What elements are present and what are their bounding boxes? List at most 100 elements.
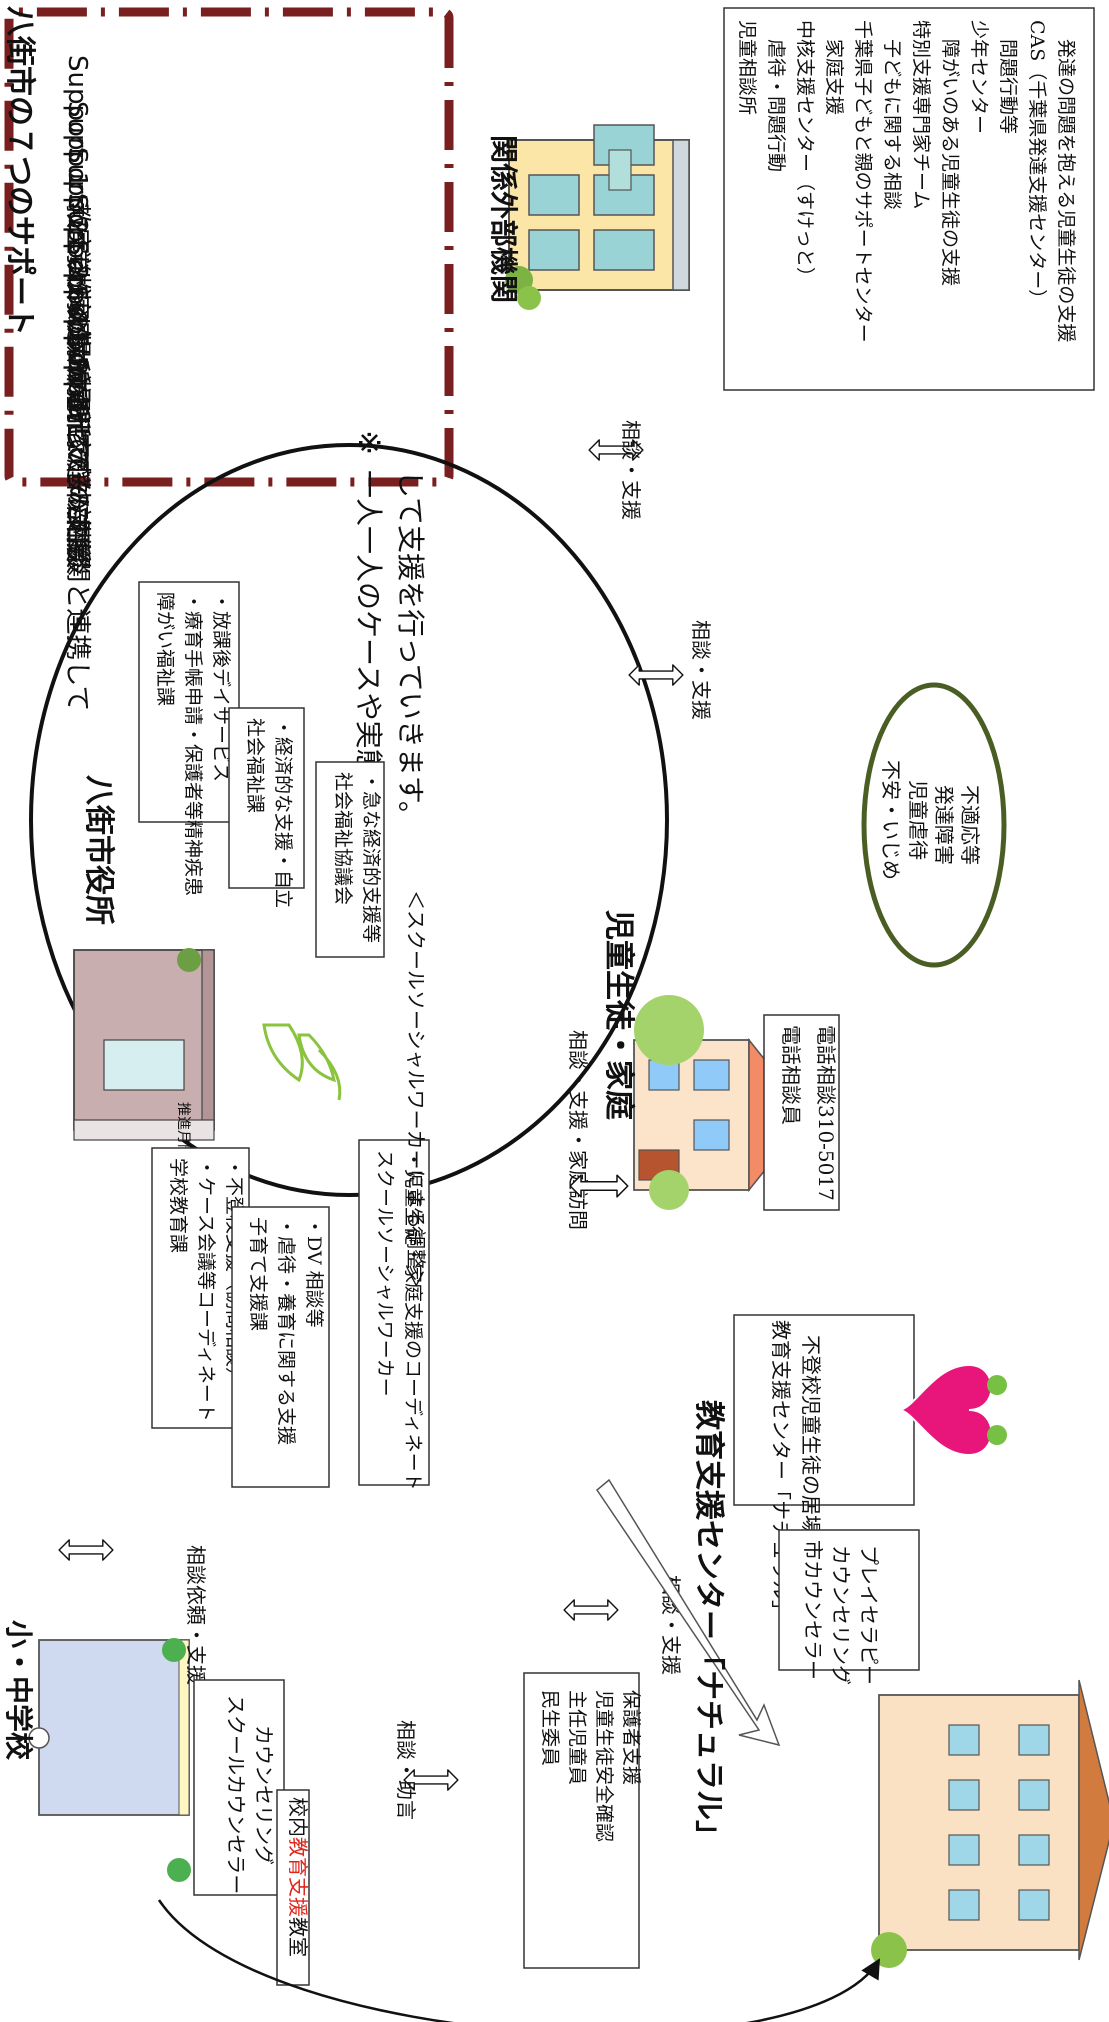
issues-ellipse: [861, 682, 1007, 968]
external-list-box: [723, 7, 1095, 391]
support-list: Support1教室以外の場所でSupport2学校以外の場所でSupport3…: [62, 55, 92, 712]
support-item-7: Support7外部機関と連携して: [62, 331, 92, 712]
support-room-text: 校内教育支援教室: [286, 1797, 310, 1957]
school-hall-arrow: [59, 1540, 113, 1560]
counselor-box: [193, 1679, 285, 1896]
child-support-box: [231, 1206, 330, 1488]
ssw-box: [358, 1139, 430, 1486]
city-counselor-box: [778, 1529, 920, 1671]
support-item-5: Support5電話で悩み相談: [62, 239, 92, 568]
city-counselor-line-2: カウンセリング: [829, 1545, 853, 1685]
family-hall-arrow: [569, 1173, 629, 1199]
counselor-line-1: スクールカウンセラー: [224, 1695, 248, 1894]
community-box: [523, 1672, 640, 1969]
support-item-1: Support1教室以外の場所で: [62, 55, 92, 410]
external-agencies: 関係外部機関 相談・支援 児童相談所 虐待・問題行動中核支援センター（すけっと）…: [487, 7, 1095, 520]
social-welfare-text: 社会福祉課・経済的な支援・自立: [244, 718, 294, 908]
advice-label: 相談・助言: [394, 1720, 418, 1820]
education-center-building-icon: [871, 1679, 1109, 1968]
ssw-line-1: スクールソーシャルワーカー: [374, 1150, 396, 1397]
external-family-arrow: [629, 665, 683, 685]
city-hall: 推進月間 八街市役所 障がい福祉課・療育手帳申請・保護者等精神疾患・放課後デイサ…: [73, 581, 590, 1491]
school-building-icon: [28, 1638, 191, 1882]
welfare-disability-box: [138, 581, 240, 823]
city-hall-sign: 推進月間: [175, 1102, 191, 1158]
child-support-text: 子育て支援課・虐待・養育に関する支援・DV 相談等: [247, 1217, 325, 1445]
ssw-text: スクールソーシャルワーカー・児童生徒・家庭支援のコーディネート: [374, 1150, 424, 1491]
council-box: [315, 761, 385, 958]
external-line-2: 虐待・問題行動: [765, 20, 787, 172]
city-hall-ellipse: [29, 443, 669, 1197]
child-line-3: ・DV 相談等: [303, 1217, 325, 1328]
issues-line-1: 不安・いじめ: [879, 760, 903, 880]
school-center-curve: [157, 1899, 881, 2022]
school-title: 小・中学校: [2, 1620, 35, 1761]
community-line-4: 保護者支援: [620, 1690, 642, 1785]
phone-line-1: 電話相談員: [779, 1025, 803, 1125]
city-counselor-line-1: 市カウンセラー: [801, 1540, 825, 1680]
support-item-3: Support3家庭に訪問して: [62, 147, 92, 476]
support-box: 八街市の７つのサポート Support1教室以外の場所でSupport2学校以外…: [2, 6, 454, 833]
external-link-label: 相談・支援: [619, 420, 643, 520]
school-edu-line-2: ・ケース会議等コーディネート: [195, 1158, 217, 1422]
community-line-3: 児童生徒安全確認: [593, 1690, 615, 1842]
coordination-label: ＜スクールソーシャルワーカーによる調整＞: [404, 890, 428, 1289]
heart-icon: [898, 1363, 1007, 1457]
council-line-2: ・急な経済的支援等: [360, 772, 382, 943]
external-line-3: 中核支援センター（すけっと）: [794, 20, 816, 286]
issues-line-3: 発達障害: [932, 785, 956, 865]
external-line-8: 障がいのある児童生徒の支援: [939, 20, 961, 286]
support-box-border: [4, 7, 454, 487]
city-counselor-line-3: プレイセラピー: [857, 1545, 881, 1685]
council-text: 社会福祉協議会・急な経済的支援等: [332, 772, 382, 943]
school-request-label: 相談依頼・支援: [184, 1545, 208, 1685]
external-title: 関係外部機関: [487, 135, 520, 303]
school: 小・中学校 相談依頼・支援 スクールカウンセラー カウンセリング 校内教育支援教…: [2, 1540, 458, 1986]
external-line-9: 少年センター: [968, 20, 990, 134]
phone-line-2-number: 310-5017: [814, 1105, 838, 1201]
issues-line-4: 不適応等: [958, 785, 982, 865]
external-building-icon: [505, 124, 690, 310]
community-text: 民生委員主任児童員児童生徒安全確認保護者支援: [539, 1690, 642, 1842]
external-line-6: 子どもに関する相談: [881, 20, 903, 210]
hall-center-arrow: [595, 1478, 781, 1747]
community: 民生委員主任児童員児童生徒安全確認保護者支援 相談・支援: [523, 1575, 683, 1969]
counselor-line-2: カウンセリング: [252, 1725, 276, 1865]
natural-line-2: 不登校児童生徒の居場所: [799, 1335, 823, 1555]
home-visit-label: 相談・支援・家庭訪問: [566, 1030, 590, 1230]
welfare-line-1: 障がい福祉課: [154, 592, 176, 706]
welfare-line-3: ・放課後デイサービス: [210, 592, 232, 782]
natural-box: [733, 1314, 915, 1506]
welfare-disability-text: 障がい福祉課・療育手帳申請・保護者等精神疾患・放課後デイサービス: [154, 592, 232, 896]
external-line-10: 問題行動等: [997, 20, 1019, 134]
education-center: 教育支援センター「ナチュラル」 不登校児童生徒の居場所 市カウンセラー カウンセ…: [595, 1314, 1109, 1968]
school-edu-line-1: 学校教育課: [167, 1158, 189, 1253]
external-line-11: CAS（千葉県発達支援センター）: [1026, 20, 1048, 308]
council-line-1: 社会福祉協議会: [332, 772, 354, 905]
community-line-2: 主任児童員: [566, 1690, 588, 1785]
issues-red: 児童虐待: [906, 780, 930, 860]
child-line-2: ・虐待・養育に関する支援: [275, 1217, 297, 1445]
city-hall-building-icon: [73, 948, 215, 1141]
ssw-line-2: ・児童生徒・家庭支援のコーディネート: [402, 1150, 424, 1491]
social-welfare-box: [228, 707, 305, 889]
note-line-2: して支援を行っていきます。: [394, 470, 427, 829]
note-mark: ※: [351, 430, 386, 455]
community-hall-arrow: [564, 1600, 618, 1620]
community-line-1: 民生委員: [539, 1690, 561, 1766]
family: 児童生徒・家庭 電話相談員 電話相談 310-5017 不安・いじめ 児童虐待 …: [569, 682, 1007, 1211]
family-link-label: 相談・支援: [689, 620, 713, 720]
support-item-6: Support6家庭の支援: [62, 285, 92, 562]
leaf-icon: [262, 1023, 342, 1101]
city-hall-title: 八街市役所: [81, 775, 116, 925]
external-list: 児童相談所 虐待・問題行動中核支援センター（すけっと） 家庭支援千葉県子どもと親…: [736, 20, 1077, 343]
education-center-title: 教育支援センター「ナチュラル」: [691, 1400, 726, 1850]
support-title: 八街市の７つのサポート: [2, 6, 37, 336]
social-line-1: 社会福祉課: [244, 718, 266, 813]
support-item-4: Support4カウンセラーに相談: [62, 193, 92, 574]
external-line-4: 家庭支援: [823, 20, 845, 115]
support-item-2: Support2学校以外の場所で: [62, 101, 92, 456]
external-line-5: 千葉県子どもと親のサポートセンター: [852, 20, 874, 343]
phone-box: [763, 1014, 840, 1211]
